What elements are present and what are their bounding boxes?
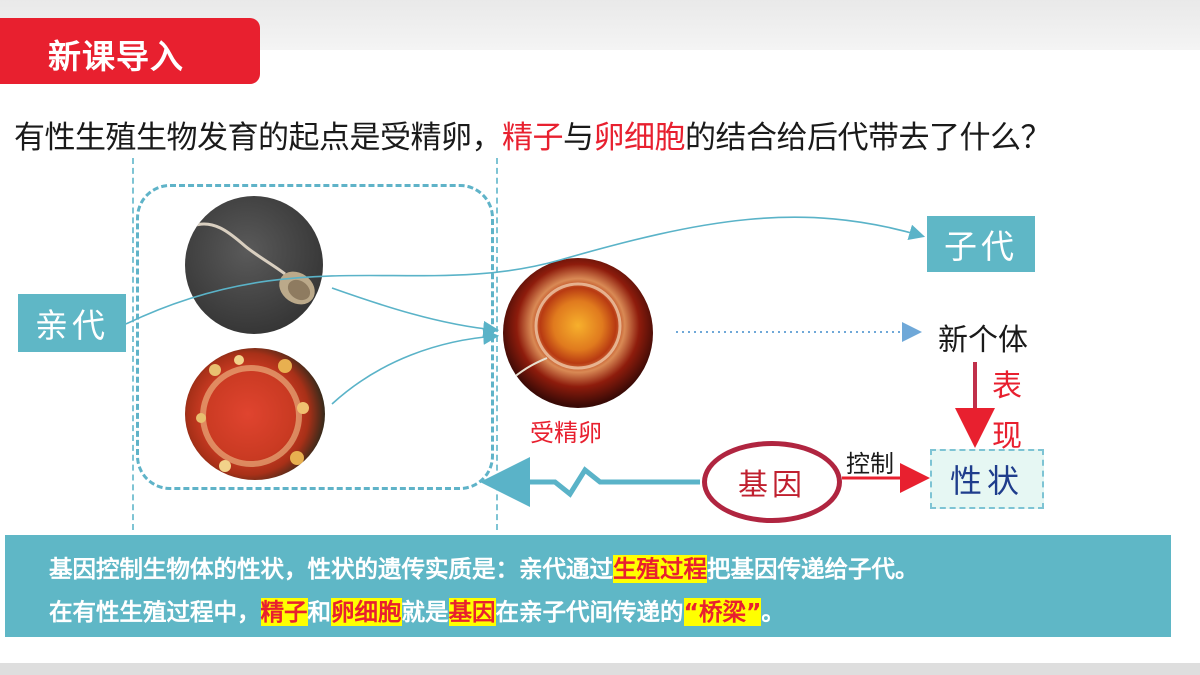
zygote-illustration bbox=[512, 282, 622, 379]
question-part2: 的结合给后代带去了什么？ bbox=[685, 120, 1052, 156]
bottom-band bbox=[0, 663, 1200, 675]
highlight-bridge: “桥梁” bbox=[683, 598, 762, 626]
summary-line2-and: 和 bbox=[307, 598, 332, 626]
summary-line2-c: 在亲子代间传递的 bbox=[495, 598, 684, 626]
egg-to-zygote-arrow bbox=[331, 328, 500, 405]
parent-generation-box: 亲代 bbox=[18, 294, 126, 352]
summary-box: 基因控制生物体的性状，性状的遗传实质是：亲代通过生殖过程把基因传递给子代。 在有… bbox=[5, 535, 1171, 637]
question-egg: 卵细胞 bbox=[593, 120, 686, 156]
sperm-to-zygote-arrow bbox=[331, 287, 500, 337]
highlight-reproduction-process: 生殖过程 bbox=[613, 555, 707, 583]
summary-line-2: 在有性生殖过程中，精子和卵细胞就是基因在亲子代间传递的“桥梁”。 bbox=[49, 591, 1171, 634]
summary-line-1: 基因控制生物体的性状，性状的遗传实质是：亲代通过生殖过程把基因传递给子代。 bbox=[49, 548, 1171, 591]
zygote-label: 受精卵 bbox=[530, 419, 602, 447]
egg-cell-image bbox=[185, 348, 325, 480]
summary-line2-a: 在有性生殖过程中， bbox=[49, 598, 261, 626]
question-sperm: 精子 bbox=[502, 120, 564, 156]
section-title-tag: 新课导入 bbox=[0, 18, 260, 84]
dashed-guide-left bbox=[132, 158, 134, 530]
summary-line2-b: 就是 bbox=[401, 598, 449, 626]
question-and: 与 bbox=[563, 120, 594, 156]
question-part1: 有性生殖生物发育的起点是受精卵， bbox=[14, 120, 503, 156]
parent-to-offspring-arrow bbox=[125, 216, 926, 325]
zygote-image bbox=[503, 258, 653, 408]
gene-back-arrow bbox=[480, 457, 700, 507]
highlight-gene: 基因 bbox=[448, 598, 496, 626]
summary-line1-a: 基因控制生物体的性状，性状的遗传实质是：亲代通过 bbox=[49, 555, 613, 583]
trait-box: 性状 bbox=[930, 449, 1044, 509]
express-label: 表现 bbox=[992, 369, 1022, 454]
offspring-generation-box: 子代 bbox=[927, 216, 1035, 272]
lead-question: 有性生殖生物发育的起点是受精卵，精子与卵细胞的结合给后代带去了什么？ bbox=[14, 112, 1052, 157]
summary-line1-b: 把基因传递给子代。 bbox=[707, 555, 919, 583]
new-individual-label: 新个体 bbox=[938, 323, 1028, 358]
sperm-image bbox=[185, 196, 323, 334]
highlight-egg: 卵细胞 bbox=[331, 598, 402, 626]
section-title: 新课导入 bbox=[48, 37, 184, 76]
highlight-sperm: 精子 bbox=[260, 598, 308, 626]
control-label: 控制 bbox=[846, 450, 894, 478]
egg-cell-illustration bbox=[196, 355, 309, 472]
gene-oval: 基因 bbox=[702, 441, 842, 523]
summary-line2-end: 。 bbox=[761, 598, 785, 626]
sperm-illustration bbox=[192, 222, 315, 305]
